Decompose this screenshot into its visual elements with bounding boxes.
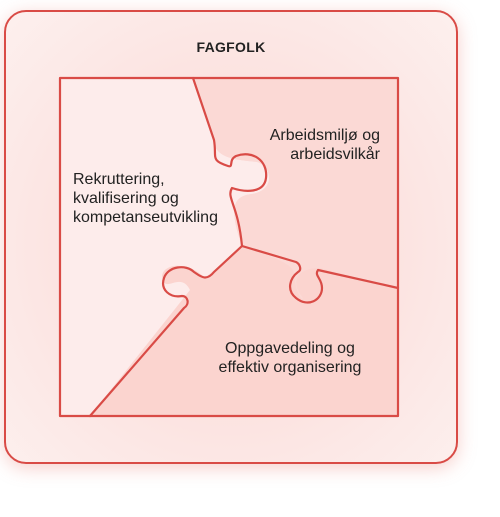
label-line: Oppgavedeling og [225, 340, 355, 357]
inner-square-border [58, 76, 400, 418]
label-line: Rekruttering, [73, 171, 165, 188]
label-line: Arbeidsmiljø og [269, 127, 380, 144]
frame-title: FAGFOLK [196, 39, 266, 55]
label-arbeidsmiljo: Arbeidsmiljø og arbeidsvilkår [230, 126, 380, 164]
label-line: kompetanseutvikling [73, 209, 218, 226]
seam-bottom [88, 244, 244, 418]
puzzle-piece-left [60, 78, 270, 416]
puzzle-piece-right [193, 78, 398, 300]
label-rekruttering: Rekruttering, kvalifisering og kompetans… [73, 170, 218, 227]
seam-right [240, 244, 400, 304]
label-line: kvalifisering og [73, 190, 179, 207]
label-line: effektiv organisering [218, 359, 362, 376]
seam-top [191, 76, 268, 248]
label-line: arbeidsvilkår [290, 146, 380, 163]
label-oppgavedeling: Oppgavedeling og effektiv organisering [200, 339, 380, 377]
